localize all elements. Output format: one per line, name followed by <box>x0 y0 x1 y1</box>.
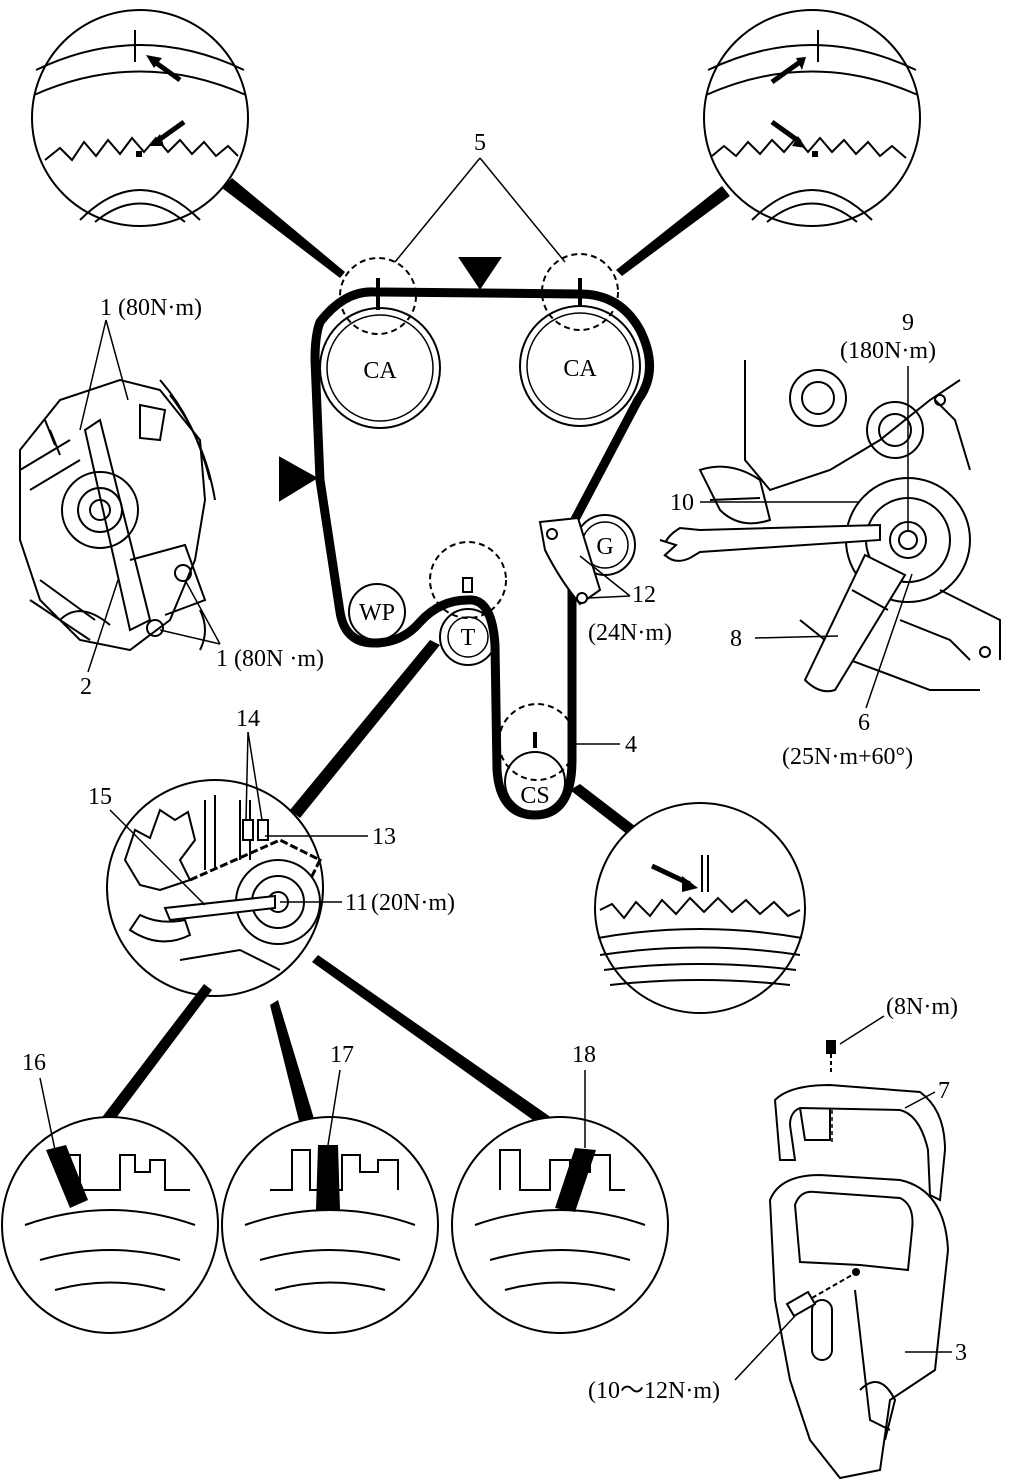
belt-layout: CA CA WP T G CS <box>279 253 654 820</box>
callout-10: 10 <box>670 490 694 516</box>
pulley-label-ca-right: CA <box>563 356 597 382</box>
pulley-label-g: G <box>596 534 613 560</box>
callout-5: 5 <box>474 130 486 156</box>
callout-4: 4 <box>625 732 637 758</box>
pointer-wedge <box>312 955 552 1125</box>
belt-direction-arrow <box>279 456 318 502</box>
belt-direction-arrow <box>458 257 502 290</box>
detail-circle-cam-left <box>31 9 249 227</box>
pulley-label-wp: WP <box>359 600 395 626</box>
pulley-label-ca-left: CA <box>363 358 397 384</box>
callout-15: 15 <box>88 784 112 810</box>
callout-2: 2 <box>80 674 92 700</box>
pointer-wedge <box>290 640 440 818</box>
detail-circle-cam-right <box>703 9 921 227</box>
cover-bolt <box>826 1040 836 1075</box>
callout-11-torque: (20N·m) <box>371 890 455 916</box>
callout-17: 17 <box>330 1042 354 1068</box>
callout-1-top: 1 <box>100 295 112 321</box>
cover-bolt-torque: (8N·m) <box>886 994 958 1020</box>
camshaft-pulley-left: CA <box>319 307 441 429</box>
detail-circle-17 <box>221 1116 439 1334</box>
detail-circle-18 <box>451 1116 669 1334</box>
pointer-wedge <box>270 1000 315 1125</box>
cover-screw <box>785 1274 853 1318</box>
callout-12: 12 <box>632 582 656 608</box>
pointer-wedge <box>100 984 212 1126</box>
callout-3: 3 <box>955 1340 967 1366</box>
detail-circle-crankshaft <box>594 802 806 1014</box>
pointer-wedge <box>616 186 730 276</box>
lower-belt-cover <box>768 1173 950 1480</box>
wrench-10 <box>659 523 881 562</box>
callout-18: 18 <box>572 1042 596 1068</box>
callout-13: 13 <box>372 824 396 850</box>
timing-belt <box>310 287 654 820</box>
detail-circle-16 <box>1 1116 219 1334</box>
pointer-wedge <box>222 178 345 278</box>
callout-12-torque: (24N·m) <box>588 620 672 646</box>
callout-16: 16 <box>22 1050 46 1076</box>
callout-7: 7 <box>938 1078 950 1104</box>
callout-14: 14 <box>236 706 260 732</box>
callout-6-torque: (25N·m+60°) <box>782 744 913 770</box>
pointer-wedge <box>570 784 640 838</box>
callout-9-torque: (180N·m) <box>840 338 936 364</box>
camshaft-pulley-right: CA <box>519 305 641 427</box>
wrench-8 <box>803 553 907 693</box>
callout-8: 8 <box>730 626 742 652</box>
callout-6: 6 <box>858 710 870 736</box>
cover-screw-torque: (10～12N·m) <box>588 1378 720 1404</box>
callout-11: 11 <box>345 890 368 916</box>
detail-circle-tensioner-adjust <box>106 779 324 997</box>
pulley-label-cs: CS <box>520 783 549 809</box>
tensioner-pulley: T <box>439 608 497 666</box>
callout-9: 9 <box>902 310 914 336</box>
upper-belt-cover <box>773 1083 947 1202</box>
water-pump-pulley: WP <box>348 583 406 641</box>
tensioner-sketch <box>19 378 216 652</box>
callout-1-bottom: 1 <box>216 646 228 672</box>
crankshaft-pulley: CS <box>504 751 566 813</box>
callout-1-top-torque: (80N·m) <box>118 295 202 321</box>
pulley-label-t: T <box>461 625 476 651</box>
callout-1-bottom-torque: (80N ·m) <box>234 646 324 672</box>
